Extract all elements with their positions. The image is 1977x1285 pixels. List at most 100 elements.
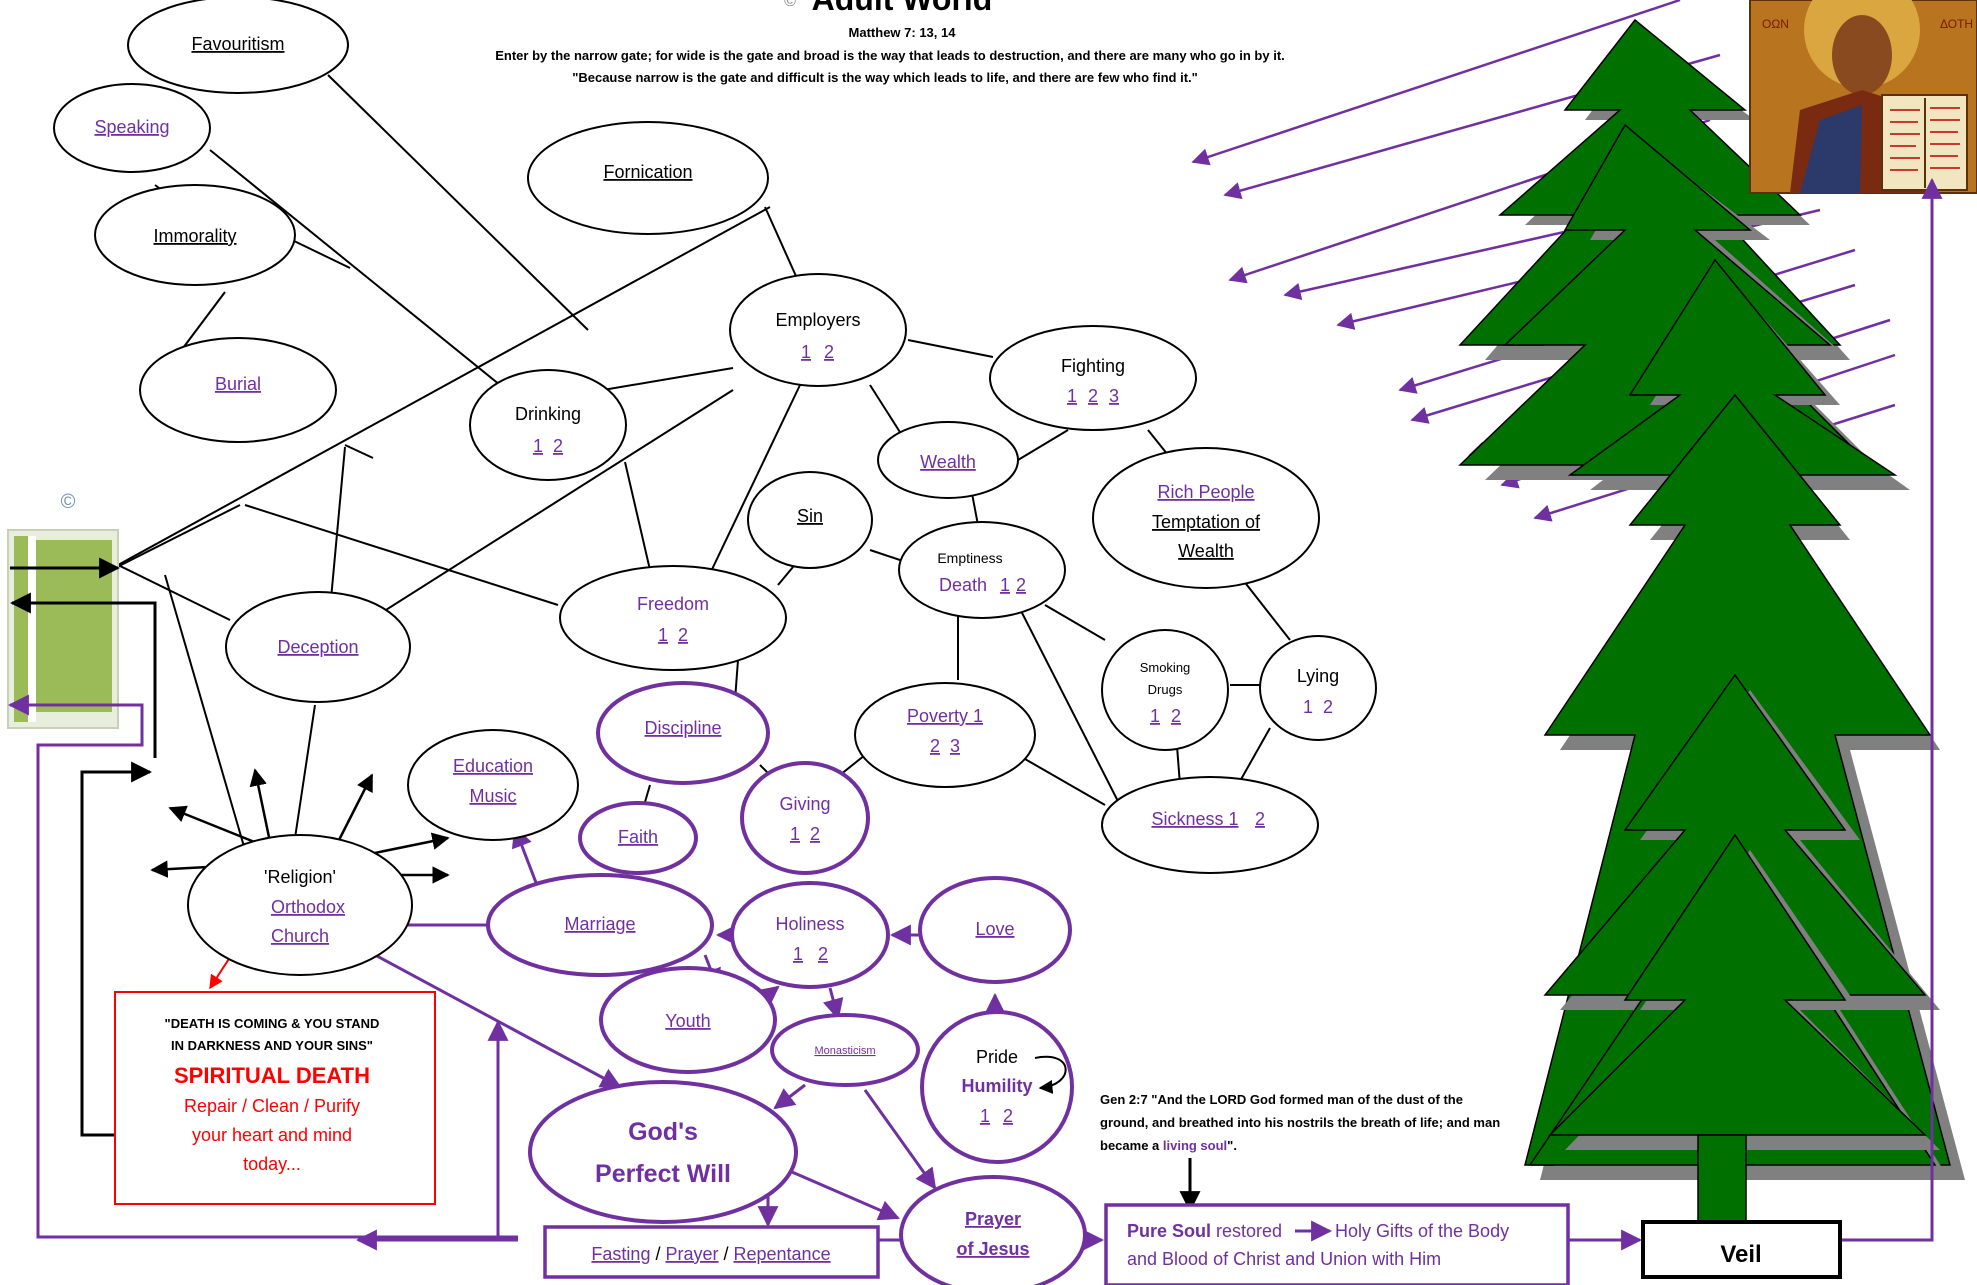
icon-text-left: ΟΩΝ (1762, 17, 1789, 31)
fighting-link-3[interactable]: 3 (1109, 386, 1119, 406)
node-employers[interactable] (729, 273, 907, 387)
label-education[interactable]: Education (453, 756, 533, 776)
spiritual-death-box (114, 991, 436, 1205)
repentance-link[interactable]: Repentance (734, 1244, 831, 1264)
node-religion-church[interactable] (187, 834, 413, 976)
label-prayer[interactable]: Prayer (965, 1209, 1021, 1229)
node-favouritism[interactable] (127, 0, 349, 94)
christ-icon-image[interactable]: ΟΩΝ ΔΟΤΗ (1749, 0, 1977, 194)
employers-link-2[interactable]: 2 (824, 342, 834, 362)
node-gods-perfect-will[interactable] (528, 1080, 798, 1224)
label-church[interactable]: Church (271, 926, 329, 946)
label-orthodox[interactable]: Orthodox (271, 897, 345, 917)
node-fighting[interactable] (989, 325, 1197, 431)
holiness-link-2[interactable]: 2 (818, 944, 828, 964)
label-burial[interactable]: Burial (215, 374, 261, 394)
node-lying[interactable] (1259, 635, 1377, 741)
label-deception[interactable]: Deception (277, 637, 358, 657)
label-immorality[interactable]: Immorality (153, 226, 236, 246)
left-sidebar: © (7, 491, 119, 729)
node-love[interactable] (918, 876, 1072, 984)
label-sickness[interactable]: Sickness 1 (1151, 809, 1238, 829)
giving-link-2[interactable]: 2 (810, 824, 820, 844)
employers-link-1[interactable]: 1 (801, 342, 811, 362)
freedom-link-1[interactable]: 1 (658, 625, 668, 645)
freedom-link-2[interactable]: 2 (678, 625, 688, 645)
smoking-link-2[interactable]: 2 (1171, 706, 1181, 726)
label-music[interactable]: Music (469, 786, 516, 806)
node-fornication[interactable] (527, 121, 769, 235)
node-immorality[interactable] (94, 184, 296, 286)
node-deception[interactable] (225, 591, 411, 703)
humility-link-1[interactable]: 1 (980, 1106, 990, 1126)
drinking-link-2[interactable]: 2 (553, 436, 563, 456)
label-speaking[interactable]: Speaking (94, 117, 169, 137)
poverty-link-2[interactable]: 2 (930, 736, 940, 756)
label-poverty[interactable]: Poverty 1 (907, 706, 983, 726)
warning-line-2: IN DARKNESS AND YOUR SINS" (171, 1038, 373, 1053)
node-youth[interactable] (599, 966, 777, 1074)
icon-text-right: ΔΟΤΗ (1940, 17, 1973, 31)
node-discipline[interactable] (596, 681, 770, 785)
label-fighting: Fighting (1061, 356, 1125, 376)
node-death[interactable] (898, 521, 1066, 619)
label-rich-people[interactable]: Rich People (1157, 482, 1254, 502)
holy-gifts: Holy Gifts of the Body (1335, 1221, 1509, 1241)
node-education-music[interactable] (407, 729, 579, 841)
genesis-line-3: became a living soul". (1100, 1138, 1237, 1153)
label-of-jesus[interactable]: of Jesus (956, 1239, 1029, 1259)
node-faith[interactable] (578, 801, 698, 875)
label-favouritism[interactable]: Favouritism (191, 34, 284, 54)
node-drinking[interactable] (469, 369, 627, 481)
label-fornication[interactable]: Fornication (603, 162, 692, 182)
sickness-link-2[interactable]: 2 (1255, 809, 1265, 829)
label-perfect-will: Perfect Will (595, 1160, 731, 1188)
humility-link-2[interactable]: 2 (1003, 1106, 1013, 1126)
node-poverty[interactable] (854, 682, 1036, 788)
node-monasticism[interactable] (770, 1013, 920, 1087)
node-sin[interactable] (747, 471, 873, 569)
node-freedom[interactable] (559, 565, 787, 671)
node-burial[interactable] (139, 337, 337, 443)
label-wealth[interactable]: Wealth (920, 452, 976, 472)
fasting-link[interactable]: Fasting (591, 1244, 650, 1264)
lying-link-1[interactable]: 1 (1303, 697, 1313, 717)
node-smoking-drugs[interactable] (1101, 629, 1229, 751)
poverty-link-3[interactable]: 3 (950, 736, 960, 756)
giving-link-1[interactable]: 1 (790, 824, 800, 844)
lying-link-2[interactable]: 2 (1323, 697, 1333, 717)
label-love[interactable]: Love (975, 919, 1014, 939)
node-speaking[interactable] (53, 83, 211, 173)
node-marriage[interactable] (486, 873, 714, 977)
living-soul-link[interactable]: living soul (1163, 1138, 1227, 1153)
label-youth[interactable]: Youth (665, 1011, 710, 1031)
node-rich-people[interactable] (1092, 447, 1320, 589)
prayer-link[interactable]: Prayer (665, 1244, 718, 1264)
node-holiness[interactable] (730, 881, 890, 989)
node-wealth[interactable] (877, 421, 1019, 499)
label-faith[interactable]: Faith (618, 827, 658, 847)
smoking-link-1[interactable]: 1 (1150, 706, 1160, 726)
drinking-link-1[interactable]: 1 (533, 436, 543, 456)
holiness-link-1[interactable]: 1 (793, 944, 803, 964)
node-pride-humility[interactable] (920, 1010, 1074, 1164)
label-marriage[interactable]: Marriage (564, 914, 635, 934)
death-link-2[interactable]: 2 (1016, 575, 1026, 595)
label-sin[interactable]: Sin (797, 506, 823, 526)
death-link-1[interactable]: 1 (1000, 575, 1010, 595)
warning-line-4: your heart and mind (192, 1125, 352, 1145)
node-sickness[interactable] (1101, 776, 1319, 874)
label-holiness: Holiness (775, 914, 844, 934)
node-prayer-of-jesus[interactable] (899, 1175, 1087, 1285)
label-temptation-2[interactable]: Wealth (1178, 541, 1234, 561)
label-giving: Giving (779, 794, 830, 814)
label-discipline[interactable]: Discipline (644, 718, 721, 738)
fighting-link-1[interactable]: 1 (1067, 386, 1077, 406)
node-giving[interactable] (740, 761, 870, 875)
label-emptiness: Emptiness (937, 550, 1002, 566)
fighting-link-2[interactable]: 2 (1088, 386, 1098, 406)
label-temptation-1[interactable]: Temptation of (1152, 512, 1261, 532)
label-monasticism[interactable]: Monasticism (814, 1045, 875, 1057)
label-drugs: Drugs (1148, 682, 1183, 697)
